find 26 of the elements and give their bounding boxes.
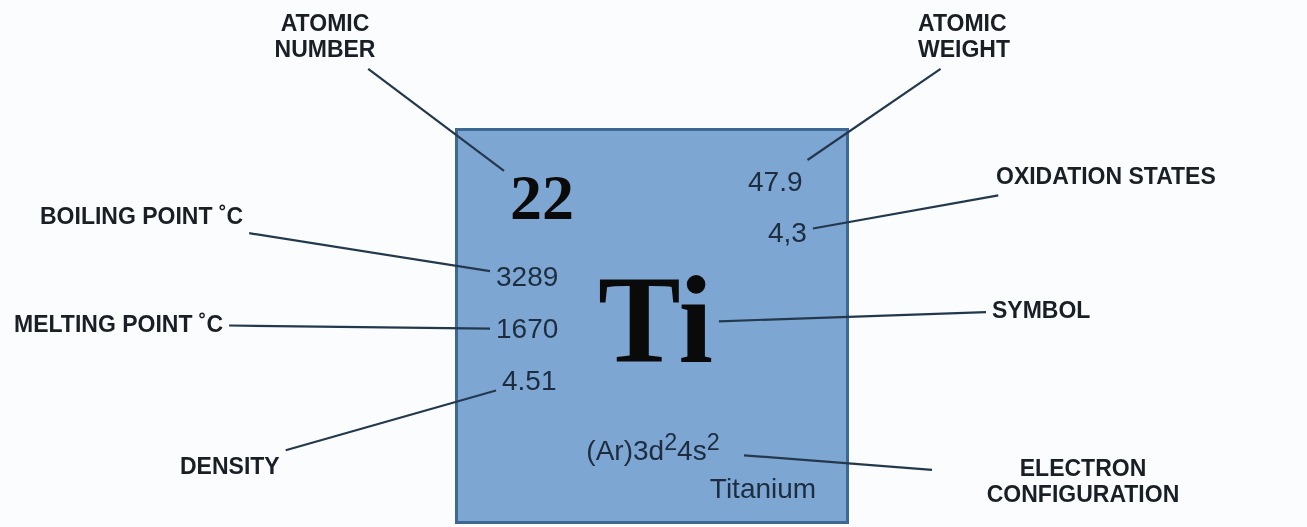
atomic-number-value: 22 — [510, 166, 574, 230]
leader-line — [229, 324, 490, 330]
atomic-weight-value: 47.9 — [748, 166, 803, 199]
leader-line — [743, 454, 933, 471]
element-symbol: Ti — [598, 259, 713, 383]
leader-line — [367, 68, 505, 172]
leader-line — [812, 194, 999, 230]
boiling-point-value: 3289 — [496, 261, 559, 294]
callout-label: MELTING POINT ˚C — [14, 311, 224, 338]
callout-label: SYMBOL — [992, 297, 1091, 324]
callout-label: OXIDATION STATES — [996, 163, 1216, 190]
oxidation-states-value: 4,3 — [768, 217, 807, 250]
callout-label: DENSITY — [180, 453, 280, 480]
callout-label: BOILING POINT ˚C — [40, 203, 244, 230]
melting-point-value: 1670 — [496, 313, 559, 346]
electron-configuration-text: (Ar)3d$^{2}$4s$^{2}$ — [568, 429, 738, 468]
element-name: Titanium — [708, 473, 818, 506]
element-tile — [455, 128, 849, 524]
leader-line — [806, 68, 942, 161]
callout-label: ATOMIC NUMBER — [250, 10, 400, 63]
callout-label: ELECTRON CONFIGURATION — [938, 455, 1228, 508]
leader-line — [718, 311, 987, 323]
leader-line — [285, 389, 497, 452]
leader-line — [249, 232, 491, 273]
callout-label: ATOMIC WEIGHT — [918, 10, 1058, 63]
density-value: 4.51 — [502, 365, 557, 398]
